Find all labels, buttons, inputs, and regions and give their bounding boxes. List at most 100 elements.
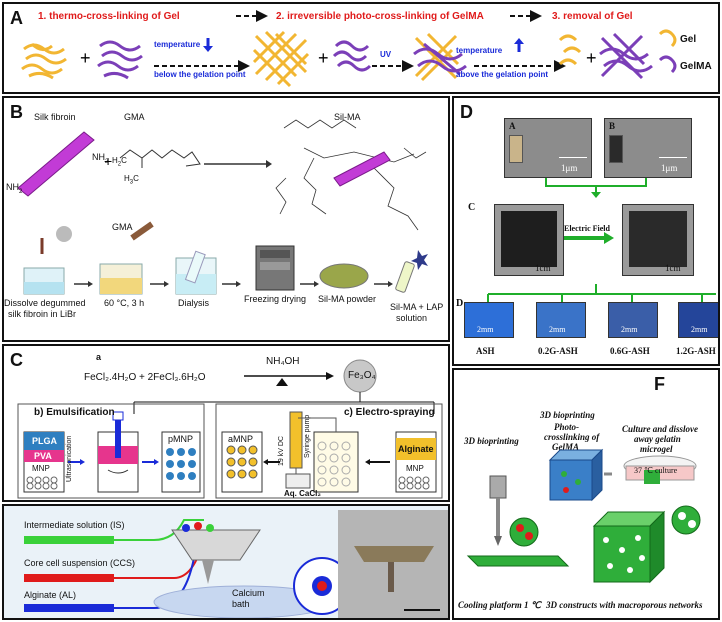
- culture-temp-label: 37 ℃ culture: [634, 466, 678, 475]
- panel-a-label: A: [10, 8, 23, 28]
- culture-label-3: microgel: [640, 444, 673, 454]
- pva-label: PVA: [34, 451, 52, 461]
- step-freeze: Freezing drying: [244, 294, 307, 304]
- gel-strands-3: [558, 34, 582, 66]
- gel-after-field: 1cm: [622, 204, 694, 276]
- culture-label-2: away gelatin: [634, 434, 681, 444]
- beaker-3: [175, 250, 217, 295]
- ccs-syringe: [24, 574, 114, 582]
- svg-text:+: +: [80, 48, 91, 68]
- cm-scale-1: 1cm: [535, 263, 551, 273]
- step3-label: 3. removal of Gel: [552, 11, 633, 22]
- cacl-label: Aq. CaCl₂: [284, 489, 321, 498]
- panel-b-graphics: +: [17, 119, 428, 295]
- nh2-top: NH2: [92, 152, 109, 165]
- silk-fibroin-ribbon: [17, 131, 95, 197]
- sem-b-label: B: [609, 121, 616, 131]
- electrospray-label: c) Electro-spraying: [344, 407, 435, 418]
- panel-f-graphics: [466, 448, 701, 584]
- svg-text:+: +: [104, 153, 112, 169]
- sem-image-b: B 1μm: [604, 118, 692, 178]
- panel-b: B Silk fibroin GMA Sil-MA +: [2, 96, 450, 342]
- panel-d-d: D: [456, 298, 464, 309]
- amnp-label: aMNP: [228, 434, 254, 444]
- macroporous-construct: [592, 510, 666, 584]
- sample-label-12g: 1.2G-ASH: [676, 346, 716, 356]
- panel-a-graphics: + + +: [21, 10, 677, 88]
- legend-gel-swatch: [658, 29, 677, 48]
- step-dissolve-1: Dissolve degummed: [4, 298, 86, 308]
- panel-f: F 3D bioprinting 3D bioprinting Photo- c…: [452, 368, 720, 620]
- silma-powder: [319, 263, 369, 289]
- panel-d: D A 1μm B 1μm C 1cm Electric Field 1cm D…: [452, 96, 720, 366]
- al-label: Alginate (AL): [24, 590, 77, 600]
- nh2-bottom: NH2: [6, 182, 23, 195]
- gelma-mesh-final: [599, 32, 653, 80]
- gma-label: GMA: [124, 112, 145, 122]
- constructs-label: 3D constructs with macroporous networks: [546, 600, 703, 610]
- gel-strands-1: [21, 42, 67, 80]
- product-label: Fe₃O₄: [348, 370, 376, 381]
- is-syringe: [24, 536, 114, 544]
- ultrasonication-label: Ultrasonication: [66, 435, 73, 482]
- cooling-label: Cooling platform 1 ℃: [458, 600, 541, 610]
- legend-gelma-swatch: [658, 55, 677, 74]
- panel-c-label: C: [10, 350, 23, 370]
- kv-label: 19 kV DC: [278, 436, 285, 466]
- h2c-label: H2C: [112, 156, 127, 168]
- uv-label: UV: [380, 50, 392, 59]
- gel-mesh: [252, 30, 310, 88]
- panel-c-sub: a: [96, 352, 102, 362]
- freeze-dryer: [255, 245, 295, 291]
- gelma-cube: [548, 448, 604, 502]
- photo-label-3: GelMA: [552, 442, 579, 452]
- sem-b-scale: 1μm: [661, 163, 678, 173]
- cooling-platform: [466, 555, 570, 567]
- mnp2-label: MNP: [406, 464, 424, 473]
- nozzle-head: [171, 529, 261, 561]
- equation-left: FeCl₂.4H₂O + 2FeCl₃.6H₂O: [84, 372, 206, 383]
- sem-image-a: A 1μm: [504, 118, 592, 178]
- sample-12g: 2mm: [678, 302, 718, 338]
- field-label: Electric Field: [564, 224, 610, 233]
- step-lap-2: solution: [396, 313, 428, 323]
- photo-label-1: Photo-: [554, 422, 580, 432]
- mnp-label: MNP: [32, 464, 50, 473]
- gma-structure: [119, 149, 201, 168]
- svg-text:+: +: [318, 48, 329, 68]
- panel-d-c: C: [468, 202, 476, 213]
- step-dialysis: Dialysis: [178, 298, 210, 308]
- gelma-strands-2: [332, 40, 372, 72]
- syringe-label: Syringe pump: [304, 414, 311, 458]
- sample-label-ash: ASH: [476, 346, 495, 356]
- electrospray-box: [215, 403, 443, 499]
- bead-zoom: [509, 517, 539, 547]
- calcium-label: Calcium: [232, 588, 265, 598]
- bio-label-2: 3D bioprinting: [540, 410, 595, 420]
- sem-a-scale: 1μm: [561, 163, 578, 173]
- sem-a-label: A: [509, 121, 516, 131]
- step1-label: 1. thermo-cross-linking of Gel: [38, 11, 180, 22]
- temp-down-label: temperature: [154, 40, 201, 49]
- panel-c: C a FeCl₂.4H₂O + 2FeCl₃.6H₂O NH₄OH: [2, 344, 450, 502]
- svg-text:+: +: [586, 48, 597, 68]
- step-gma-label: GMA: [112, 222, 133, 232]
- alginate-label: Alginate: [398, 444, 434, 454]
- mixed-mesh-gelma: [413, 42, 467, 76]
- panel-d-label: D: [460, 102, 473, 122]
- beaker-1: [23, 267, 65, 295]
- sample-ash: 2mm: [464, 302, 514, 338]
- step2-label: 2. irreversible photo-cross-linking of G…: [276, 11, 484, 22]
- cm-scale-2: 1cm: [665, 263, 681, 273]
- silma-label: Sil-MA: [334, 112, 361, 122]
- culture-label-1: Culture and disslove: [622, 424, 699, 434]
- emulsification-box: [17, 403, 205, 499]
- panel-f-label: F: [654, 374, 665, 394]
- emulsification-label: b) Emulsification: [34, 407, 115, 418]
- photo-label-2: crosslinking of: [544, 432, 600, 442]
- h3c-label: H3C: [124, 174, 139, 186]
- panel-a: A 1. thermo-cross-linking of Gel 2. irre…: [2, 2, 720, 94]
- step-powder: Sil-MA powder: [318, 294, 377, 304]
- above-label: above the gelation point: [456, 70, 549, 79]
- below-label: below the gelation point: [154, 70, 246, 79]
